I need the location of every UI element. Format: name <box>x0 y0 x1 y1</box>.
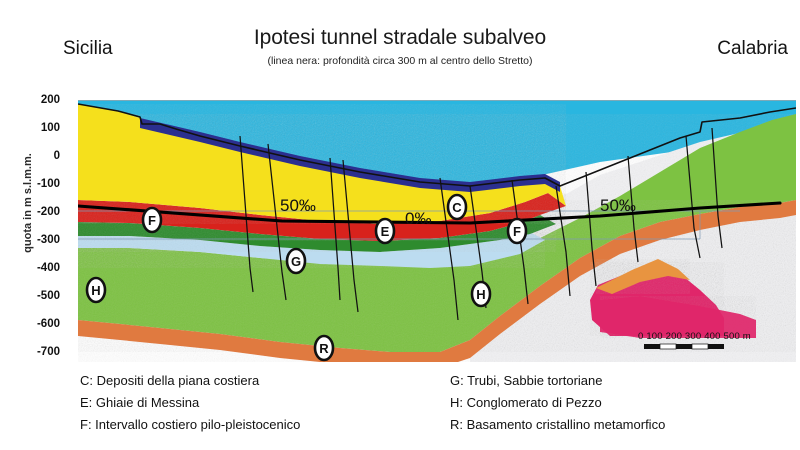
tunnel-alignment-line <box>78 201 782 225</box>
unit-marker-E: E <box>374 217 396 245</box>
legend: C: Depositi della piana costiera G: Trub… <box>80 370 780 436</box>
svg-text:C: C <box>452 200 462 215</box>
svg-text:H: H <box>476 287 485 302</box>
unit-marker-F-right: F <box>506 217 528 245</box>
svg-text:F: F <box>148 213 156 228</box>
layer-C-depositi <box>78 104 566 224</box>
layer-H-conglomerato <box>78 114 796 352</box>
page-subtitle: (linea nera: profondità circa 300 m al c… <box>267 55 533 67</box>
y-tick-100: 100 <box>40 122 60 134</box>
y-tick-200: 200 <box>40 94 60 106</box>
scalebar-graphic <box>644 343 724 350</box>
svg-text:F: F <box>513 224 521 239</box>
layer-orange-sliver-right <box>596 259 690 294</box>
layer-R-basamento <box>78 200 796 362</box>
y-tick-neg300: -300 <box>36 234 60 246</box>
unit-marker-G: G <box>285 247 307 275</box>
region-label-left: Sicilia <box>63 38 113 59</box>
region-label-right: Calabria <box>717 38 788 59</box>
y-tick-neg700: -700 <box>36 346 60 358</box>
page-title: Ipotesi tunnel stradale subalveo <box>253 26 547 49</box>
section-body <box>78 100 796 362</box>
layer-E-ghiaie <box>78 193 566 241</box>
layer-G-trubi <box>78 232 545 268</box>
gradient-label-right: 50‰ <box>600 196 636 215</box>
layer-F-intervallo <box>78 215 556 252</box>
legend-item-H: H: Conglomerato di Pezzo <box>450 395 602 410</box>
layer-seafloor-veneer <box>140 118 560 192</box>
legend-item-C: C: Depositi della piana costiera <box>80 373 260 388</box>
svg-text:H: H <box>91 283 100 298</box>
scalebar-labels: 0 100 200 300 400 500 m <box>638 331 751 342</box>
gradient-label-left: 50‰ <box>280 196 316 215</box>
legend-item-G: G: Trubi, Sabbie tortoriane <box>450 373 603 388</box>
unit-marker-C: C <box>446 193 468 221</box>
y-tick-neg400: -400 <box>36 262 60 274</box>
unit-marker-H-right: H <box>470 280 492 308</box>
y-tick-neg200: -200 <box>36 206 60 218</box>
layer-magenta-lens-2 <box>600 296 756 338</box>
legend-item-F: F: Intervallo costiero pilo-pleistocenic… <box>80 417 301 432</box>
unit-marker-F-left: F <box>141 206 163 234</box>
legend-item-E: E: Ghiaie di Messina <box>80 395 200 410</box>
gradient-label-center: 0‰ <box>405 209 432 228</box>
svg-text:G: G <box>291 254 301 269</box>
unit-markers: F G H E C F H <box>85 193 528 362</box>
layer-sea <box>78 100 796 186</box>
unit-marker-R: R <box>313 334 335 362</box>
y-tick-neg600: -600 <box>36 318 60 330</box>
legend-item-R: R: Basamento cristallino metamorfico <box>450 417 666 432</box>
y-tick-neg100: -100 <box>36 178 60 190</box>
svg-text:E: E <box>381 224 390 239</box>
y-tick-neg500: -500 <box>36 290 60 302</box>
unit-marker-H-left: H <box>85 276 107 304</box>
svg-text:R: R <box>319 341 329 356</box>
y-tick-0: 0 <box>53 150 60 162</box>
